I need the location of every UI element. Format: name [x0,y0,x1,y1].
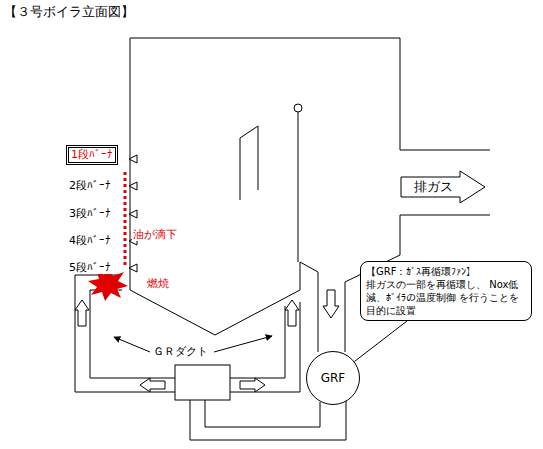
callout-box: 【GRF：ｶﾞｽ再循環ﾌｧﾝ】排ガスの一部を再循環し、 Nox低減、ﾎﾞｲﾗの温… [360,261,532,321]
oil-drip-note: 油が滴下 [132,228,178,241]
burner-label: 3段ﾊﾞｰﾅ [68,207,112,220]
node-heading: 排ガス [414,178,453,196]
node-body: 排ガスの一部を再循環し、 Nox低減、ﾎﾞｲﾗの温度制御 を行うことを目的に設置 [366,278,526,317]
burner-label: 2段ﾊﾞｰﾅ [68,179,112,192]
node-heading: 【GRF：ｶﾞｽ再循環ﾌｧﾝ】 [366,265,526,278]
burner-label: 4段ﾊﾞｰﾅ [68,234,112,247]
exhaust-arrow: 排ガス [400,170,486,204]
burner-box: 1段ﾊﾞｰﾅ [66,145,118,165]
fan-circle: GRF [306,351,360,405]
node-heading: 1段ﾊﾞｰﾅ [71,148,113,162]
node-heading: GRF [321,371,346,385]
diagram-title: 【３号ボイラ立面図】 [4,3,134,21]
duct-label: ＧＲダクト [152,345,209,358]
callout-pointer [354,321,407,362]
combustion-note: 燃焼 [146,277,170,290]
burner-label: 5段ﾊﾞｰﾅ [68,261,112,274]
